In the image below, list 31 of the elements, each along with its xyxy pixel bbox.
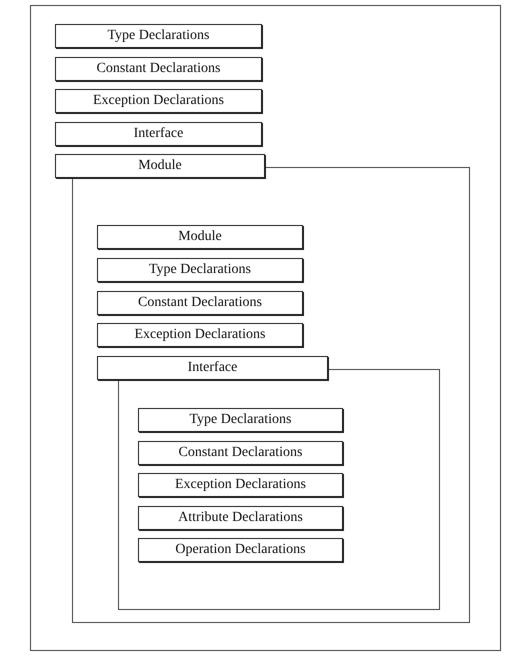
declaration-box [97, 323, 303, 347]
declaration-box [55, 89, 262, 113]
box-label: Attribute Declarations [178, 510, 303, 526]
declaration-box [55, 57, 262, 81]
box-label: Exception Declarations [92, 93, 224, 109]
declaration-box [97, 291, 303, 315]
declaration-box [138, 473, 343, 497]
box-label: Constant Declarations [96, 61, 221, 77]
declaration-box [55, 24, 262, 48]
declaration-box [138, 538, 343, 562]
declaration-box [138, 408, 343, 432]
box-label: Constant Declarations [178, 445, 303, 461]
box-label: Exception Declarations [134, 327, 266, 343]
declaration-box [97, 258, 303, 282]
declaration-box [55, 154, 265, 178]
box-label: Constant Declarations [138, 295, 262, 311]
box-label: Exception Declarations [174, 477, 306, 493]
declaration-box [55, 122, 262, 146]
declaration-box [138, 506, 343, 530]
declaration-box [97, 356, 328, 380]
box-label: Module [138, 158, 182, 174]
box-label: Type Declarations [107, 28, 210, 44]
declaration-box [97, 225, 303, 249]
box-label: Module [178, 229, 222, 245]
box-label: Operation Declarations [175, 542, 306, 558]
box-label: Interface [134, 126, 184, 142]
frame-outline [30, 5, 501, 651]
box-label: Type Declarations [148, 262, 252, 278]
box-label: Interface [188, 360, 238, 376]
declaration-box [138, 441, 343, 465]
box-label: Type Declarations [189, 412, 292, 428]
